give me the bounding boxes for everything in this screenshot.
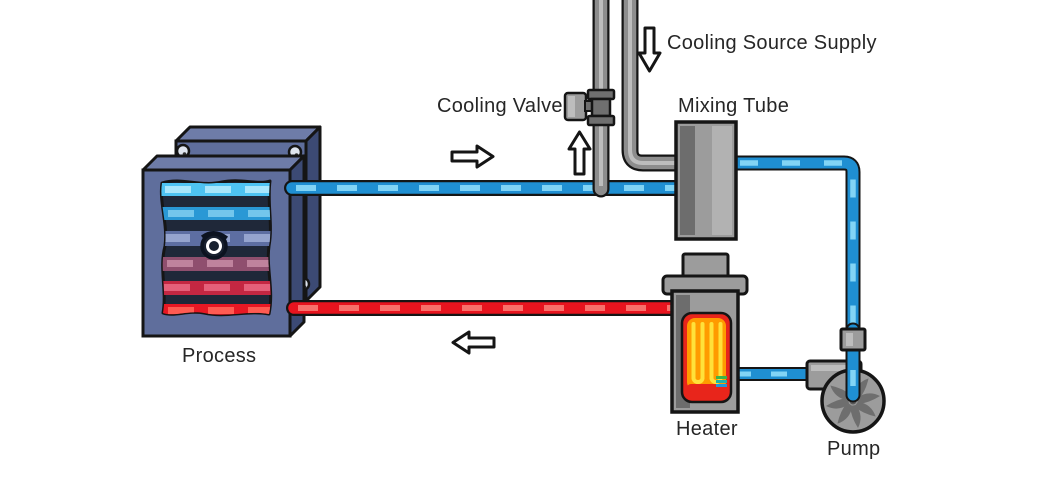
process-heat-exchanger [141,125,322,338]
mixing-tube-label: Mixing Tube [678,95,789,117]
heater-flame-icon [680,311,733,404]
process-knob-icon [200,231,229,260]
cooling-source-pipe [621,0,678,172]
stripe-dashes [165,186,271,193]
flow-left-arrow-icon [451,330,496,355]
flow-right-arrow-icon [450,144,495,169]
process-back-plate-side [304,125,322,303]
pipe-coupling [839,327,867,352]
process-back-plate-top [174,125,322,143]
heater [661,252,749,414]
valve-body [590,97,612,118]
stripe-dashes [167,260,271,267]
flow-up-arrow-icon [567,130,592,176]
process-temperature-stripes [161,183,271,315]
flow-down-arrow-icon [637,26,662,73]
stripe-dashes [168,210,271,217]
stripe-dashes [168,307,271,314]
cold-loop-pipe [734,155,861,342]
cooling-valve [563,88,616,127]
process-front-plate-top [141,154,306,172]
pump-label: Pump [827,438,880,460]
cooling-valve-label: Cooling Valve [437,95,563,117]
heater-label: Heater [676,418,738,440]
stripe-dashes [164,284,270,291]
mixing-tube [674,120,738,241]
valve-flange-top [586,88,616,101]
valve-flange-bottom [586,114,616,127]
cooling-source-supply-label: Cooling Source Supply [667,32,877,54]
process-label: Process [182,345,256,367]
